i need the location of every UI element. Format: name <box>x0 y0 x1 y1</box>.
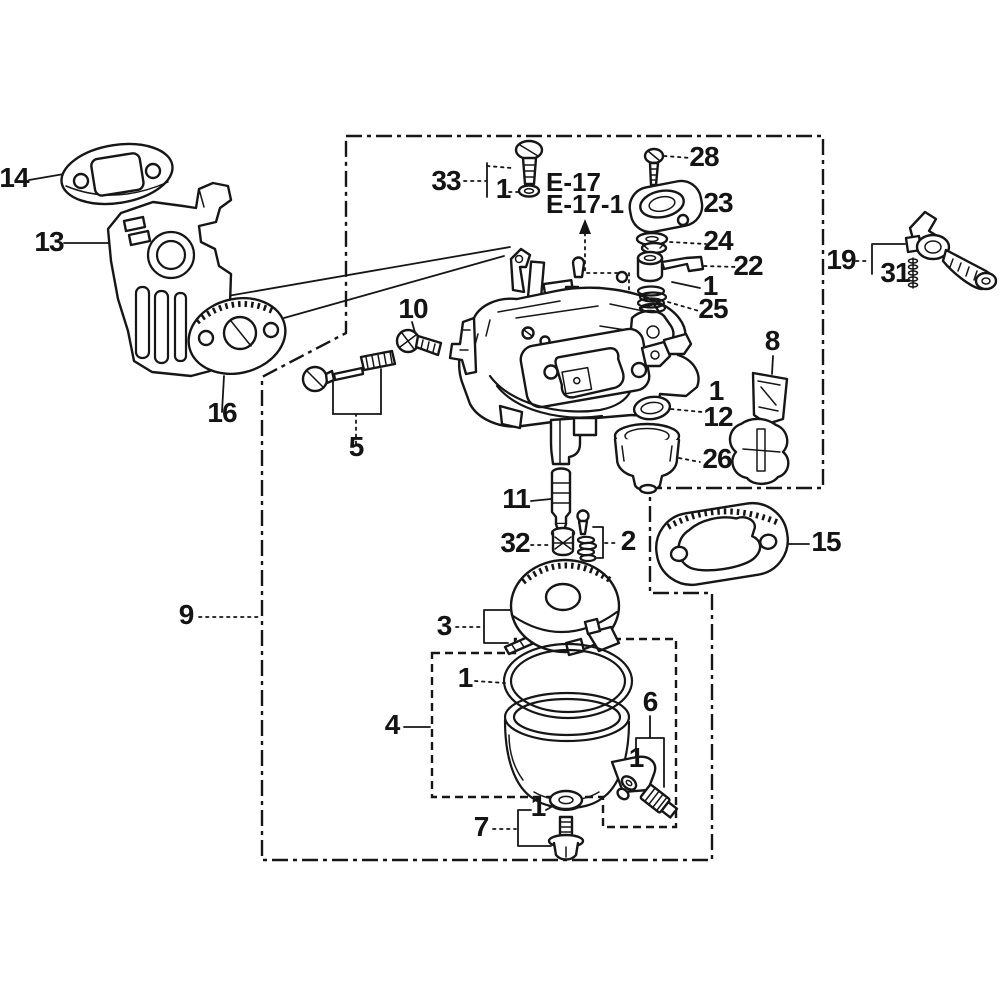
part-callout-4: 4 <box>385 709 401 740</box>
reference-link-e17[interactable]: E-17 <box>546 167 601 197</box>
part-callout-1c: 1 <box>709 375 724 406</box>
part-22-float-valve <box>636 250 705 283</box>
part-5-pilot-screw-set <box>301 349 397 393</box>
part-14-gasket <box>60 142 174 206</box>
part-26-sediment-cup <box>613 422 681 495</box>
part-3-float <box>509 558 621 657</box>
part-callout-31: 31 <box>880 257 910 288</box>
part-callout-24: 24 <box>703 225 734 256</box>
part-31-spring <box>907 257 919 289</box>
part-33-screw-set <box>514 139 544 198</box>
part-callout-6: 6 <box>643 686 658 717</box>
part-12-oring <box>632 395 672 421</box>
part-callout-1a: 1 <box>496 173 511 204</box>
float-bowl-group-box <box>430 637 678 829</box>
part-callout-3: 3 <box>437 610 452 641</box>
part-callout-15: 15 <box>811 526 841 557</box>
part-10-screw <box>395 328 443 357</box>
part-2-needle-set <box>576 509 598 563</box>
part-7-bolt-set <box>547 789 585 861</box>
part-callout-11: 11 <box>502 483 530 514</box>
part-callout-9: 9 <box>179 599 194 630</box>
part-callout-23: 23 <box>703 187 733 218</box>
part-callout-28: 28 <box>689 141 719 172</box>
part-callout-16: 16 <box>207 397 237 428</box>
part-callout-1d: 1 <box>458 662 473 693</box>
part-callout-12: 12 <box>703 401 733 432</box>
parts-layer <box>60 139 998 861</box>
e17-arrowhead <box>579 219 591 234</box>
part-callout-1f: 1 <box>531 791 546 822</box>
part-callout-1e: 1 <box>629 742 644 773</box>
part-callout-14: 14 <box>0 162 30 193</box>
part-6-drain-screw-set <box>616 775 679 819</box>
part-callout-8: 8 <box>765 325 780 356</box>
part-callout-13: 13 <box>34 226 64 257</box>
group-boundaries <box>260 134 825 862</box>
reference-links: E-17 E-17-1 <box>546 167 624 219</box>
part-16-gasket <box>187 296 287 376</box>
part-callout-10: 10 <box>398 293 428 324</box>
part-23-cap <box>628 179 704 234</box>
part-callout-33: 33 <box>431 165 461 196</box>
part-callout-7: 7 <box>474 811 489 842</box>
part-callout-22: 22 <box>733 250 763 281</box>
part-callout-19: 19 <box>826 244 856 275</box>
part-28-screw <box>643 147 665 187</box>
part-carburetor-body <box>448 247 700 466</box>
part-24-washers <box>635 231 669 255</box>
part-15-insulator-gasket <box>655 501 789 587</box>
part-8-choke-parts <box>728 371 790 486</box>
part-callout-5: 5 <box>349 431 364 462</box>
part-callout-2: 2 <box>621 525 636 556</box>
part-32-main-jet <box>550 526 576 557</box>
assembly-boundary <box>260 134 825 862</box>
part-callout-1b: 1 <box>703 270 718 301</box>
part-callout-25: 25 <box>698 293 728 324</box>
reference-link-e17-1[interactable]: E-17-1 <box>546 189 624 219</box>
part-callout-26: 26 <box>702 443 732 474</box>
part-callout-32: 32 <box>500 527 530 558</box>
part-19-fuel-valve <box>904 210 998 291</box>
part-25-spring <box>636 285 668 314</box>
part-1-bowl-oring <box>502 642 634 720</box>
